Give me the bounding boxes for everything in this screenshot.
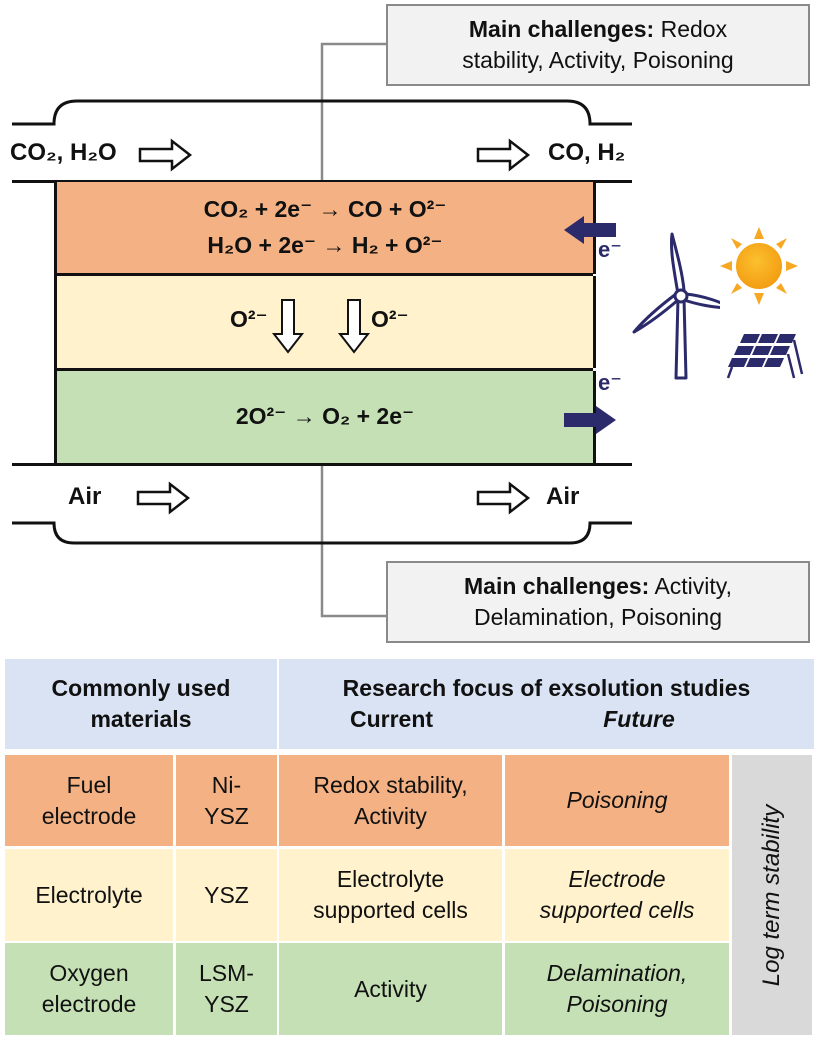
cell-text: Redox stability, [313,771,468,798]
cell-text: Electrolyte [336,866,445,892]
callout-text: Activity, [654,573,732,599]
cell-material: Ni- YSZ [176,755,277,846]
callout-title: Main challenges: [468,16,655,42]
reaction-h2o: H₂O + 2e⁻ → H₂ + O²⁻ [207,232,443,258]
cell-text: Oxygen [49,960,129,986]
cell-future: Electrode supported cells [505,849,729,941]
oxide-ion-label: O²⁻ [371,306,409,332]
cell-material: LSM- YSZ [176,943,277,1035]
cell-text: YSZ [204,881,249,908]
callout-text: Redox [660,16,728,42]
cell-material: YSZ [176,849,277,941]
header-text: Research focus of exsolution studies [342,675,751,701]
callout-fuel-challenges: Main challenges: Redox stability, Activi… [386,4,810,86]
fuel-inlet-label: CO₂, H₂O [10,139,117,166]
reaction-co2: CO₂ + 2e⁻ → CO + O²⁻ [203,196,447,222]
cell-text: Fuel [66,771,112,798]
callout-text: Delamination, Poisoning [473,604,723,630]
cell-text: YSZ [204,991,249,1017]
cell-text: Poisoning [566,787,668,813]
cell-text: supported cells [539,897,695,923]
cell-text: supported cells [313,897,468,923]
divider [12,180,632,183]
header-text: Commonly used [51,675,231,701]
header-materials: Commonly used materials [5,659,277,749]
air-outlet-label: Air [546,483,580,510]
electron-out-arrow-icon [564,406,616,434]
cell-component: Electrolyte [5,849,173,941]
fuel-outlet-label: CO, H₂ [548,139,626,166]
cell-text: Delamination, [546,960,688,986]
flow-arrow-icon [476,138,531,172]
cell-component: Oxygen electrode [5,943,173,1035]
cell-text: Ni- [211,771,242,798]
cell-text: Activity [354,975,427,1002]
divider [12,463,632,466]
cell-current: Electrolyte supported cells [279,849,502,941]
cell-text: Poisoning [566,991,668,1017]
wind-turbine-icon [632,232,720,380]
cell-text: Electrolyte [35,881,143,908]
flow-arrow-icon [136,481,191,515]
solar-panel-icon [726,334,804,379]
electron-out-label: e⁻ [598,370,622,395]
ion-arrow-down-icon [271,299,305,354]
callout-text: stability, Activity, Poisoning [462,47,734,73]
cell-current: Activity [279,943,502,1035]
divider [54,368,593,371]
cell-text: Activity [354,802,427,829]
flow-arrow-icon [476,481,531,515]
reaction-o2: 2O²⁻ → O₂ + 2e⁻ [235,403,415,429]
electron-in-label: e⁻ [598,237,622,262]
ion-arrow-down-icon [337,299,371,354]
electron-in-arrow-icon [564,216,616,244]
side-label: Log term stability [758,804,786,986]
header-current: Current [349,706,434,732]
cell-text: Electrode [568,866,666,892]
side-label-cell: Log term stability [732,755,812,1035]
callout-oxygen-challenges: Main challenges: Activity, Delamination,… [386,561,810,643]
oxygen-electrode-layer: 2O²⁻ → O₂ + 2e⁻ [54,371,596,463]
air-inlet-label: Air [68,483,102,510]
callout-title: Main challenges: [464,573,650,599]
flow-arrow-icon [138,138,193,172]
cell-text: LSM- [199,960,254,986]
cell-text: YSZ [204,802,249,829]
cell-component: Fuel electrode [5,755,173,846]
electrolyte-layer: O²⁻ O²⁻ [54,276,596,368]
cell-future: Poisoning [505,755,729,846]
callout-connectors [12,42,632,618]
header-research-focus: Research focus of exsolution studies Cur… [279,659,814,749]
cell-current: Redox stability, Activity [279,755,502,846]
divider [54,273,593,276]
cell-text: electrode [41,991,137,1017]
header-text: materials [90,706,192,732]
cell-future: Delamination, Poisoning [505,943,729,1035]
oxide-ion-label: O²⁻ [230,306,268,332]
header-future: Future [603,706,675,732]
sun-icon [720,227,798,305]
fuel-electrode-layer: CO₂ + 2e⁻ → CO + O²⁻ H₂O + 2e⁻ → H₂ + O²… [54,182,596,274]
cell-text: electrode [41,802,137,829]
